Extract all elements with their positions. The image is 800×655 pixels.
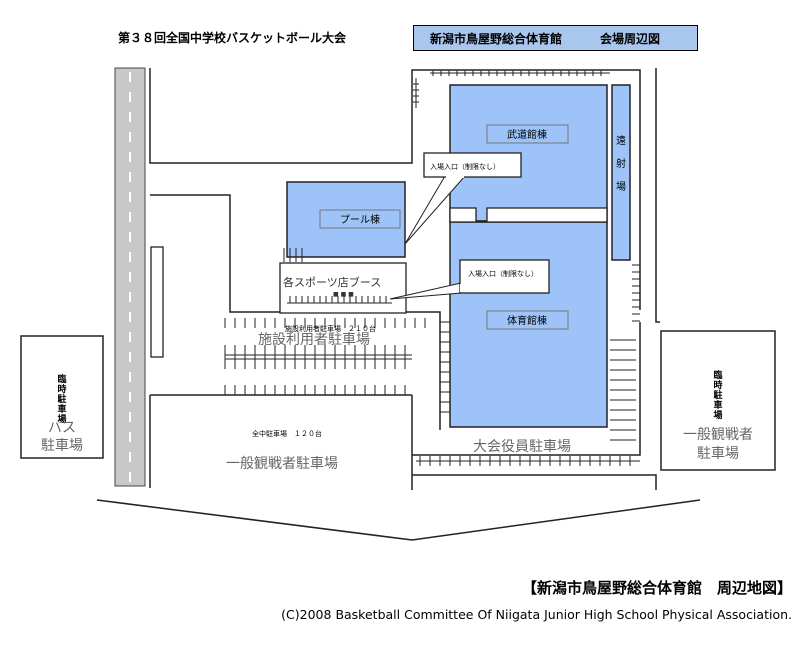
facility-parking-label: 施設利用者駐車場 [258,331,370,348]
enshajo-label-1: 遠 [616,134,626,147]
pool-hatch [283,248,303,262]
entrance-bottom-callout [459,259,550,294]
booth-label: 各スポーツ店ブース [283,275,381,289]
general-parking-label: 一般観戦者駐車場 [226,455,338,472]
right-parking-v2: 時 [713,379,722,391]
event-title: 第３８回全国中学校バスケットボール大会 [118,31,347,45]
footer-title: 【新潟市鳥屋野総合体育館 周辺地図】 [521,579,792,597]
right-parking-v4: 車 [713,399,722,411]
venue-name: 新潟市鳥屋野総合体育館 [430,31,563,46]
budokan-label-box [486,124,569,144]
right-parking-box [660,330,776,471]
road-outline-inner [150,194,441,430]
bus-parking-v5: 場 [57,413,66,425]
enshajo-label-3: 場 [616,180,626,193]
pool-label-box [319,209,401,229]
zenchu-parking-small: 全中駐車場 １２０台 [252,429,322,438]
bus-parking-line2: 駐車場 [41,437,83,454]
entrance-top-label: 入場入口（制限なし） [430,162,500,171]
hatch-right-column [632,264,640,322]
hatch-right-lower [610,339,636,441]
entrance-bottom-label: 入場入口（制限なし） [468,269,538,278]
enshajo-label-2: 射 [616,158,626,170]
bus-parking-v4: 車 [57,403,66,415]
budokan-label: 武道館棟 [507,128,547,141]
taiikukan-label-box [486,310,569,330]
road-outline-bottom-right [412,474,657,490]
bus-parking-v1: 臨 [57,373,66,385]
road-outline-officials [412,322,641,456]
hatch-officials-bottom [416,456,640,466]
connector-gap [449,207,608,223]
bus-parking-box [20,335,104,459]
hatch-facility-row1 [224,318,426,328]
bus-parking-v2: 時 [57,383,66,395]
booth-markers: ■ ■ ■ [333,291,354,298]
enshajo-building [611,84,631,261]
right-parking-v1: 臨 [713,369,722,381]
hatch-top-row [430,70,610,76]
hatch-top-left-column [413,78,419,108]
hatch-facility-double-row [224,345,412,369]
road-outline-right [655,68,660,323]
taiikukan-label: 体育館棟 [507,314,547,327]
bus-parking-line1: バス [48,420,76,436]
right-parking-line1: 一般観戦者 [683,426,753,443]
right-parking-line2: 駐車場 [697,445,739,462]
booth-area [279,262,407,314]
copyright: (C)2008 Basketball Committee Of Niigata … [281,607,792,622]
booth-hatch [287,296,392,304]
pool-label: プール棟 [340,213,380,226]
entrance-top-callout [423,152,522,178]
bus-parking-v3: 駐 [57,393,66,405]
right-parking-v5: 場 [713,409,722,421]
right-parking-v3: 駐 [713,389,722,401]
officials-parking-label: 大会役員駐車場 [473,438,571,455]
map-subtitle: 会場周辺図 [600,31,661,46]
hatch-lot-row [224,385,406,395]
median-island [150,246,164,358]
road-outline-top [149,68,641,310]
facility-parking-small: 施設利用者駐車場 ２１０台 [285,324,376,333]
venue-header-box: 新潟市鳥屋野総合体育館 会場周辺図 [413,25,698,51]
bottom-boundary [96,499,701,541]
